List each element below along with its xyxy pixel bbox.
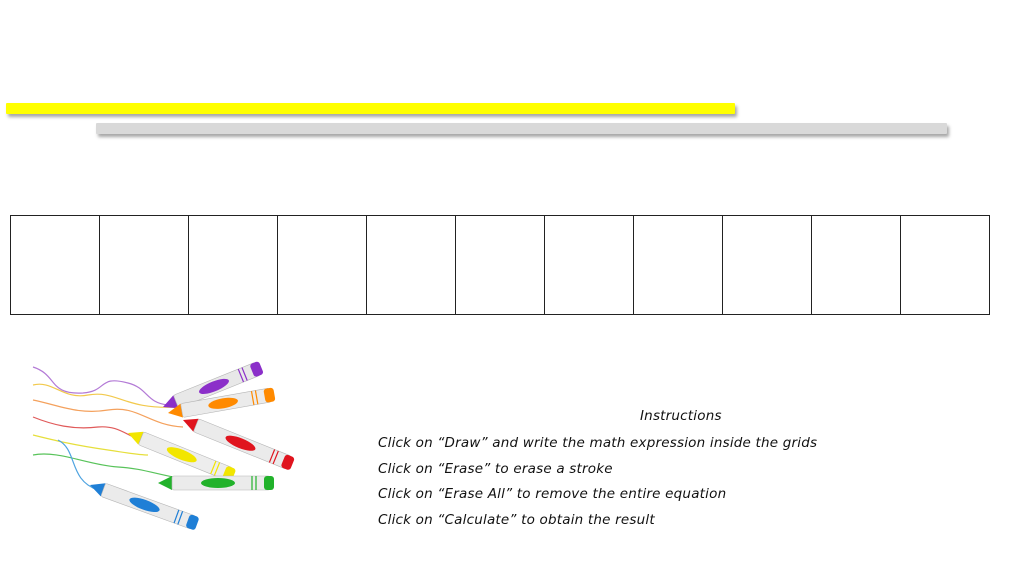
instruction-line-draw: Click on “Draw” and write the math expre… xyxy=(378,435,818,451)
grid-cell[interactable] xyxy=(455,215,545,315)
grid-cell[interactable] xyxy=(900,215,990,315)
instruction-line-erase-all: Click on “Erase All” to remove the entir… xyxy=(378,486,727,502)
instructions-title: Instructions xyxy=(640,408,722,424)
yellow-bar xyxy=(6,103,735,114)
grid-cell[interactable] xyxy=(99,215,189,315)
instruction-line-calculate: Click on “Calculate” to obtain the resul… xyxy=(378,511,655,528)
grid-cell[interactable] xyxy=(188,215,278,315)
instruction-line-erase: Click on “Erase” to erase a stroke xyxy=(378,460,613,477)
grid-cell[interactable] xyxy=(722,215,812,315)
instructions-panel: Instructions Click on “Draw” and write t… xyxy=(378,408,858,533)
drawing-grid xyxy=(10,215,1000,315)
grid-cell[interactable] xyxy=(10,215,100,315)
grid-cell[interactable] xyxy=(544,215,634,315)
crayons-icon xyxy=(32,361,295,530)
grid-cell[interactable] xyxy=(366,215,456,315)
grid-cell[interactable] xyxy=(633,215,723,315)
grid-cell[interactable] xyxy=(811,215,901,315)
gray-bar xyxy=(96,123,947,134)
grid-cell[interactable] xyxy=(277,215,367,315)
